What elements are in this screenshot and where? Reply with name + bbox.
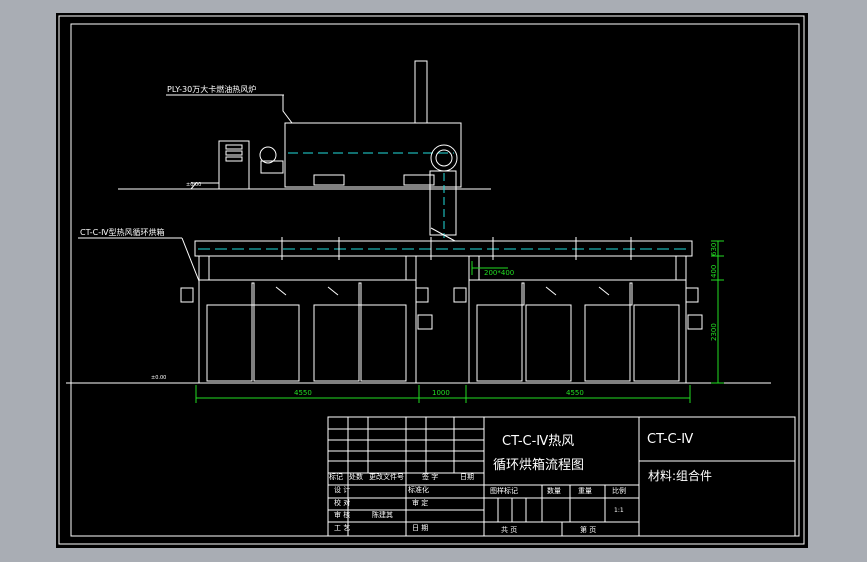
info-header-qty: 数量 xyxy=(547,486,561,495)
furnace-label: PLY-30万大卡燃油热风炉 xyxy=(167,84,256,94)
dim-right-width: 4550 xyxy=(566,389,584,397)
cad-drawing-canvas: PLY-30万大卡燃油热风炉 ±0.00 CT-C-Ⅳ型热风循环烘箱 xyxy=(56,13,808,548)
rev-header-docno: 更改文件号 xyxy=(369,472,404,481)
row-date: 日 期 xyxy=(412,524,428,532)
oven-leader xyxy=(181,237,200,282)
dim-height-top: 630 xyxy=(710,243,718,256)
furnace-leader xyxy=(282,95,293,124)
row-standard: 标准化 xyxy=(408,485,429,494)
sheet-number: 第 页 xyxy=(580,525,596,534)
oven-left xyxy=(180,255,433,384)
flow-diagram: PLY-30万大卡燃油热风炉 ±0.00 CT-C-Ⅳ型热风循环烘箱 xyxy=(58,15,805,545)
hot-air-furnace xyxy=(190,60,462,190)
row-design: 设 计 xyxy=(334,485,350,494)
title-block-grid xyxy=(327,416,796,537)
drawing-title-line2: 循环烘箱流程图 xyxy=(493,457,584,473)
sheets-total: 共 页 xyxy=(501,525,517,534)
rev-header-date: 日期 xyxy=(460,473,474,481)
ground-level-lower: ±0.00 xyxy=(151,375,166,381)
vertical-duct xyxy=(429,144,458,242)
dim-height-mid: 400 xyxy=(710,265,718,278)
rev-header-count: 处数 xyxy=(349,472,363,481)
drawing-title-line1: CT-C-Ⅳ热风 xyxy=(502,434,574,449)
rev-header-sign: 签 字 xyxy=(422,472,438,481)
row-auditor: 陈建其 xyxy=(372,510,393,519)
dimension-lines xyxy=(195,240,724,403)
oven-right xyxy=(453,255,703,384)
inner-frame xyxy=(70,23,800,537)
info-header-weight: 重量 xyxy=(578,487,592,495)
duct-flanges xyxy=(281,237,632,260)
dim-duct-size: 200*400 xyxy=(484,269,514,277)
info-header-marks: 图样标记 xyxy=(490,486,518,495)
rev-header-mark: 标记 xyxy=(329,472,343,481)
row-review: 审 定 xyxy=(412,498,428,507)
dim-left-width: 4550 xyxy=(294,389,312,397)
dim-gap-width: 1000 xyxy=(432,389,450,397)
ground-level-upper: ±0.00 xyxy=(186,182,201,188)
row-process: 工 艺 xyxy=(334,524,350,532)
dim-height-body: 2300 xyxy=(710,323,718,341)
scale-value: 1:1 xyxy=(614,507,624,514)
drawing-number: CT-C-Ⅳ xyxy=(647,432,693,447)
oven-label: CT-C-Ⅳ型热风循环烘箱 xyxy=(80,227,164,237)
row-audit: 审 核 xyxy=(334,510,350,519)
material-label: 材料:组合件 xyxy=(648,468,712,483)
main-air-duct xyxy=(194,240,693,257)
row-check: 校 对 xyxy=(334,498,350,507)
outer-frame xyxy=(58,15,805,545)
info-header-scale: 比例 xyxy=(612,486,626,495)
